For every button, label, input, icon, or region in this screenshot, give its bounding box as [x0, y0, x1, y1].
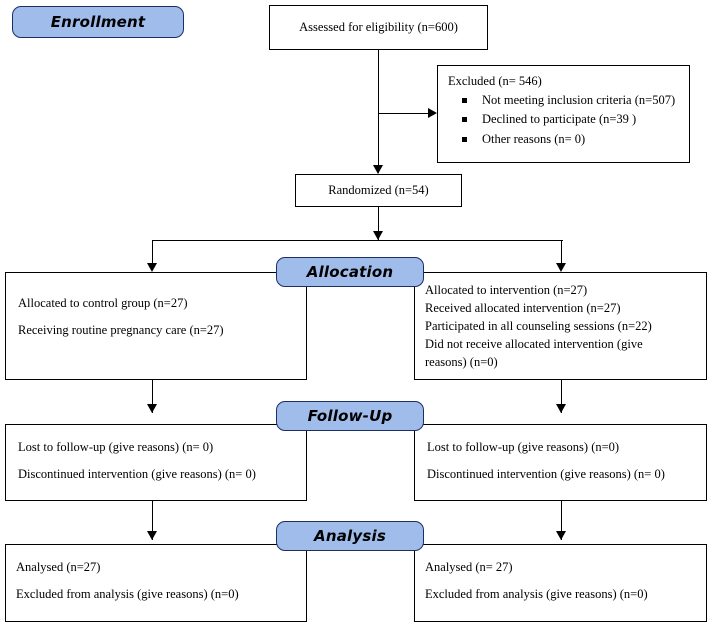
stage-banner-analysis: Analysis — [276, 521, 424, 551]
analysis-intervention-line: Excluded from analysis (give reasons) (n… — [425, 586, 648, 601]
excluded-reason-item: Other reasons (n= 0) — [448, 130, 679, 149]
allocation-intervention-line: Participated in all counseling sessions … — [425, 319, 652, 333]
connector-control-allocation-to-followup — [152, 380, 153, 413]
analysis-control-line: Excluded from analysis (give reasons) (n… — [16, 586, 239, 601]
allocation-intervention-line: Did not receive allocated intervention (… — [425, 337, 643, 351]
arrowhead-to-randomized — [373, 165, 383, 174]
stage-banner-followup-label: Follow-Up — [307, 407, 393, 425]
followup-intervention-line: Discontinued intervention (give reasons)… — [427, 466, 665, 481]
allocation-intervention-line: Allocated to intervention (n=27) — [425, 283, 588, 297]
box-randomized: Randomized (n=54) — [295, 174, 462, 207]
allocation-control-line: Receiving routine pregnancy care (n=27) — [18, 322, 224, 337]
connector-split-left — [152, 240, 153, 267]
allocation-intervention-line: Received allocated intervention (n=27) — [425, 301, 621, 315]
stage-banner-enrollment-label: Enrollment — [50, 13, 146, 31]
analysis-control-line: Analysed (n=27) — [16, 560, 101, 574]
excluded-reason-text: Other reasons (n= 0) — [482, 131, 586, 146]
stage-banner-followup: Follow-Up — [276, 401, 424, 431]
arrowhead-to-excluded — [428, 108, 437, 118]
connector-to-excluded — [378, 113, 429, 114]
arrowhead-control-analysis — [147, 531, 157, 540]
excluded-reason-item: Declined to participate (n=39 ) — [448, 110, 679, 129]
randomized-text: Randomized (n=54) — [328, 182, 429, 197]
box-analysis-intervention: Analysed (n= 27) Excluded from analysis … — [414, 544, 707, 622]
assessed-for-eligibility-text: Assessed for eligibility (n=600) — [299, 19, 458, 34]
box-allocation-control: Allocated to control group (n=27) Receiv… — [5, 272, 307, 380]
followup-control-line: Lost to follow-up (give reasons) (n= 0) — [18, 440, 214, 454]
stage-banner-enrollment: Enrollment — [12, 6, 184, 38]
connector-intervention-followup-to-analysis — [561, 501, 562, 540]
box-followup-intervention: Lost to follow-up (give reasons) (n=0) D… — [414, 424, 707, 501]
stage-banner-allocation: Allocation — [276, 257, 424, 287]
connector-control-followup-to-analysis — [152, 501, 153, 540]
arrowhead-randomized-split — [373, 231, 383, 240]
box-allocation-intervention: Allocated to intervention (n=27) Receive… — [414, 272, 707, 380]
excluded-title: Excluded (n= 546) — [448, 74, 542, 88]
excluded-reason-item: Not meeting inclusion criteria (n=507) — [448, 91, 679, 110]
excluded-reason-text: Not meeting inclusion criteria (n=507) — [482, 92, 676, 107]
allocation-control-line: Allocated to control group (n=27) — [18, 296, 188, 310]
analysis-intervention-line: Analysed (n= 27) — [425, 560, 513, 574]
arrowhead-control-followup — [147, 404, 157, 413]
arrowhead-intervention-analysis — [556, 531, 566, 540]
stage-banner-analysis-label: Analysis — [314, 527, 386, 545]
box-followup-control: Lost to follow-up (give reasons) (n= 0) … — [5, 424, 307, 501]
connector-split-bar — [152, 240, 563, 241]
excluded-reason-text: Declined to participate (n=39 ) — [482, 112, 637, 127]
square-bullet-icon — [462, 97, 467, 103]
followup-control-line: Discontinued intervention (give reasons)… — [18, 466, 256, 481]
stage-banner-allocation-label: Allocation — [306, 263, 394, 281]
allocation-intervention-line: reasons) (n=0) — [425, 355, 498, 369]
box-excluded: Excluded (n= 546) Not meeting inclusion … — [437, 65, 690, 163]
square-bullet-icon — [462, 136, 467, 142]
arrowhead-intervention-followup — [556, 404, 566, 413]
arrowhead-to-control-allocation — [147, 263, 157, 272]
connector-assessed-to-randomized — [378, 50, 379, 173]
arrowhead-to-intervention-allocation — [556, 263, 566, 272]
followup-intervention-line: Lost to follow-up (give reasons) (n=0) — [427, 440, 620, 454]
connector-split-right — [561, 240, 562, 267]
box-assessed-for-eligibility: Assessed for eligibility (n=600) — [269, 5, 488, 50]
connector-intervention-allocation-to-followup — [561, 380, 562, 413]
box-analysis-control: Analysed (n=27) Excluded from analysis (… — [5, 544, 307, 622]
excluded-reason-list: Not meeting inclusion criteria (n=507) D… — [448, 91, 679, 149]
square-bullet-icon — [462, 117, 467, 123]
connector-randomized-down — [378, 207, 379, 240]
